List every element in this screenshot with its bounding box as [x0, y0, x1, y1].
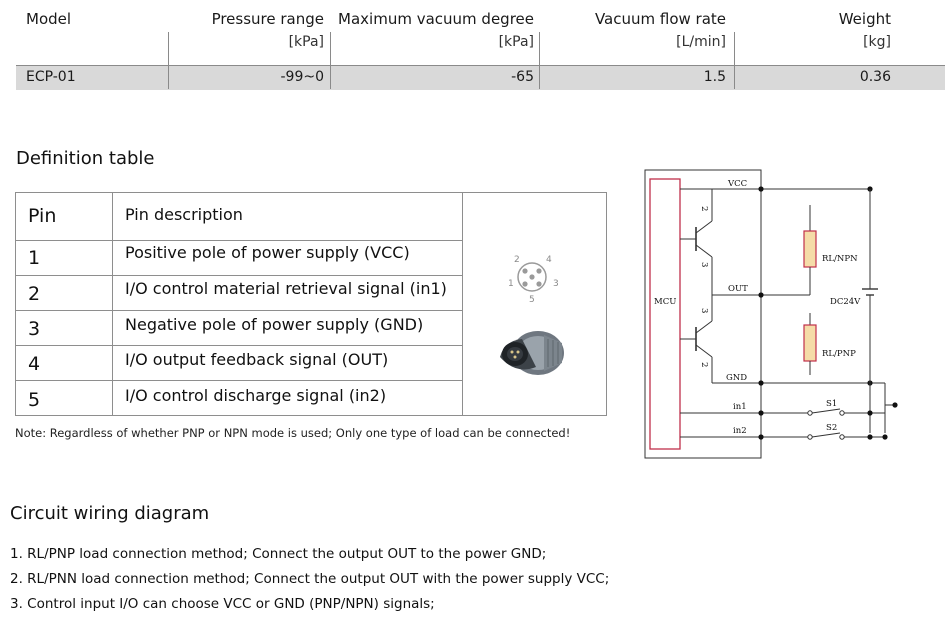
spec-table: Model Pressure range Maximum vacuum degr… [16, 8, 945, 90]
pin-description: I/O output feedback signal (OUT) [125, 350, 389, 369]
table-col-divider [112, 193, 113, 415]
wiring-item: 2. RL/PNN load connection method; Connec… [10, 571, 610, 587]
s2-label: S2 [826, 423, 837, 433]
table-row-divider [16, 345, 462, 346]
circuit-diagram: MCU VCC 2 3 OUT 3 2 GND [644, 169, 898, 459]
spec-cell-vacuum-degree: -65 [511, 69, 534, 85]
table-row-divider [16, 275, 462, 276]
connector-photo-icon [500, 331, 564, 375]
transistor-pin-label: 3 [699, 262, 709, 267]
mcu-label: MCU [654, 297, 676, 307]
spec-divider [539, 32, 540, 89]
spec-cell-weight: 0.36 [859, 69, 891, 85]
spec-unit-vacuum-degree: [kPa] [498, 34, 534, 50]
pin-description: Negative pole of power supply (GND) [125, 315, 424, 334]
rl-npn-label: RL/NPN [822, 254, 858, 264]
spec-header-pressure: Pressure range [211, 10, 324, 28]
spec-header-vacuum-degree: Maximum vacuum degree [338, 10, 534, 28]
s1-label: S1 [826, 399, 837, 409]
spec-unit-flow-rate: [L/min] [676, 34, 726, 50]
pin-number: 3 [28, 318, 41, 340]
vcc-label: VCC [727, 179, 747, 189]
table-row-divider [16, 240, 462, 241]
rl-pnp-label: RL/PNP [822, 349, 856, 359]
pin-description: I/O control discharge signal (in2) [125, 386, 387, 405]
table-row-divider [16, 310, 462, 311]
header-pin: Pin [28, 205, 57, 227]
connector-pin-label: 4 [546, 255, 552, 265]
dc24v-label: DC24V [830, 297, 861, 307]
connector-pin-label: 2 [514, 255, 520, 265]
gnd-label: GND [726, 373, 747, 383]
transistor-pin-label: 2 [699, 362, 709, 367]
definition-table: Pin Pin description 1 Positive pole of p… [15, 192, 607, 416]
connector-pinout-icon: 1 2 3 4 5 [508, 255, 559, 305]
pin-number: 2 [28, 283, 41, 305]
pin-description: I/O control material retrieval signal (i… [125, 279, 447, 298]
pin-description: Positive pole of power supply (VCC) [125, 243, 410, 262]
spec-divider [330, 32, 331, 89]
resistor-icon [803, 324, 817, 362]
spec-cell-pressure: -99~0 [280, 69, 324, 85]
in1-label: in1 [733, 402, 747, 412]
mcu-block [649, 178, 681, 450]
table-col-divider [462, 193, 463, 415]
spec-header-model: Model [26, 10, 72, 28]
wiring-item: 1. RL/PNP load connection method; Connec… [10, 546, 547, 562]
spec-header-weight: Weight [838, 10, 891, 28]
in2-label: in2 [733, 426, 747, 436]
resistor-icon [803, 230, 817, 268]
wiring-title: Circuit wiring diagram [10, 503, 210, 524]
spec-cell-model: ECP-01 [26, 69, 76, 85]
spec-divider [734, 32, 735, 89]
header-pin-description: Pin description [125, 205, 243, 224]
connector-pin-label: 3 [553, 279, 559, 289]
out-label: OUT [728, 284, 748, 294]
pin-number: 5 [28, 389, 41, 411]
spec-unit-pressure: [kPa] [288, 34, 324, 50]
spec-divider [168, 32, 169, 89]
load-note: Note: Regardless of whether PNP or NPN m… [15, 426, 571, 440]
transistor-pin-label: 2 [699, 206, 709, 211]
table-row-divider [16, 380, 462, 381]
wiring-item: 3. Control input I/O can choose VCC or G… [10, 596, 435, 612]
spec-unit-weight: [kg] [863, 34, 891, 50]
pin-number: 1 [28, 247, 41, 269]
connector-pin-label: 1 [508, 279, 514, 289]
pin-number: 4 [28, 353, 41, 375]
spec-cell-flow-rate: 1.5 [703, 69, 726, 85]
spec-header-flow-rate: Vacuum flow rate [594, 10, 726, 28]
spec-data-row [16, 65, 945, 90]
connector-pin-label: 5 [529, 295, 535, 305]
definition-title: Definition table [16, 148, 155, 169]
transistor-pin-label: 3 [699, 308, 709, 313]
